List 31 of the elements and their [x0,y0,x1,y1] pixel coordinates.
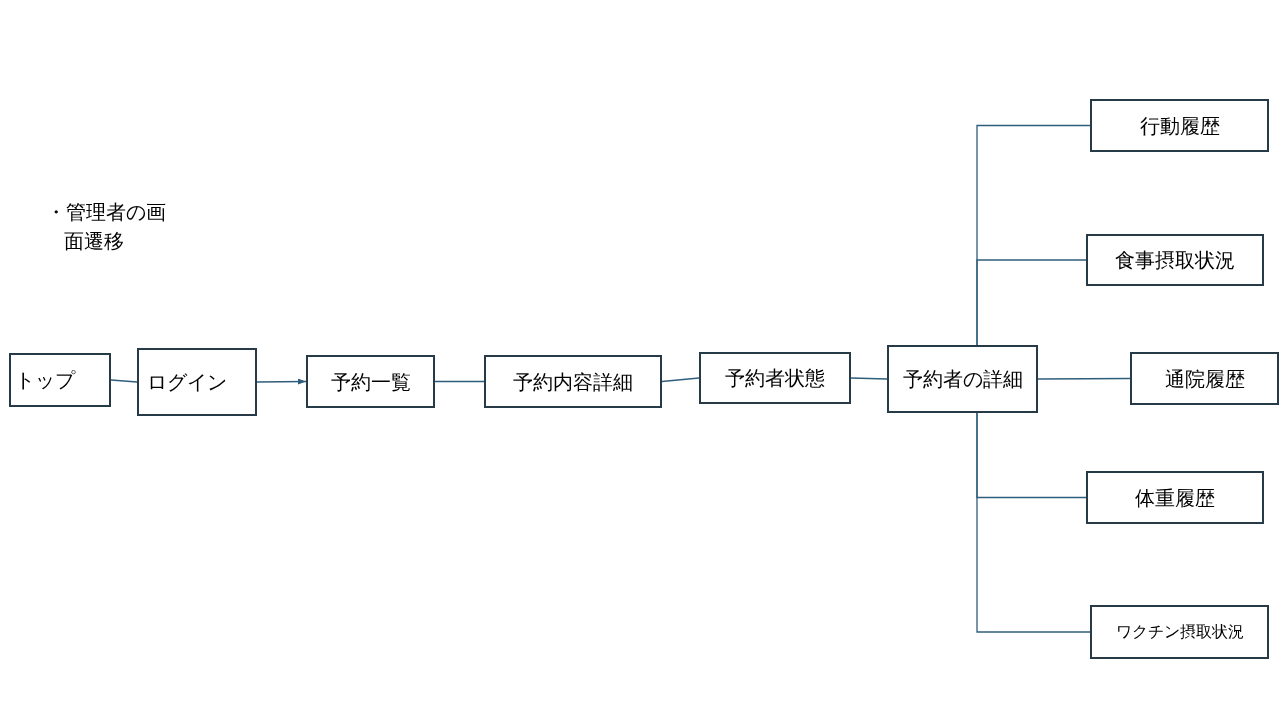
screen-label: 行動履歴 [1139,112,1220,140]
screen-box [1090,99,1269,152]
connector-line [434,380,485,383]
screen-box [1086,234,1264,286]
screen-box [306,355,435,408]
connector-line [661,377,700,383]
screen-label: トップ [15,367,75,394]
title: ・管理者の画面遷移 [46,199,166,255]
screen-box [1130,352,1279,405]
screen-label: ログイン [147,369,227,396]
screen-label: 予約一覧 [330,368,411,396]
screen-box [1086,471,1264,524]
screen-box [137,348,257,416]
connector-line [850,377,888,380]
screen-label: 通院履歴 [1164,365,1245,393]
screen-label: ワクチン摂取状況 [1115,621,1244,643]
arrow [256,378,307,385]
screen-box [1090,605,1269,659]
connector-line [110,379,138,383]
screen-label: 体重履歴 [1135,484,1215,512]
screen-label: 予約者の詳細 [902,366,1023,393]
screen-label: 予約内容詳細 [513,368,633,396]
screen-label: 食事摂取状況 [1115,247,1235,274]
screen-label: 予約者状態 [725,365,825,392]
connector-line [1037,377,1131,380]
screen-box [484,355,662,408]
screen-box [9,353,111,407]
screen-box [887,345,1038,413]
connector-line [976,412,1091,633]
screen-box [699,352,851,404]
connector-line [976,259,1087,346]
